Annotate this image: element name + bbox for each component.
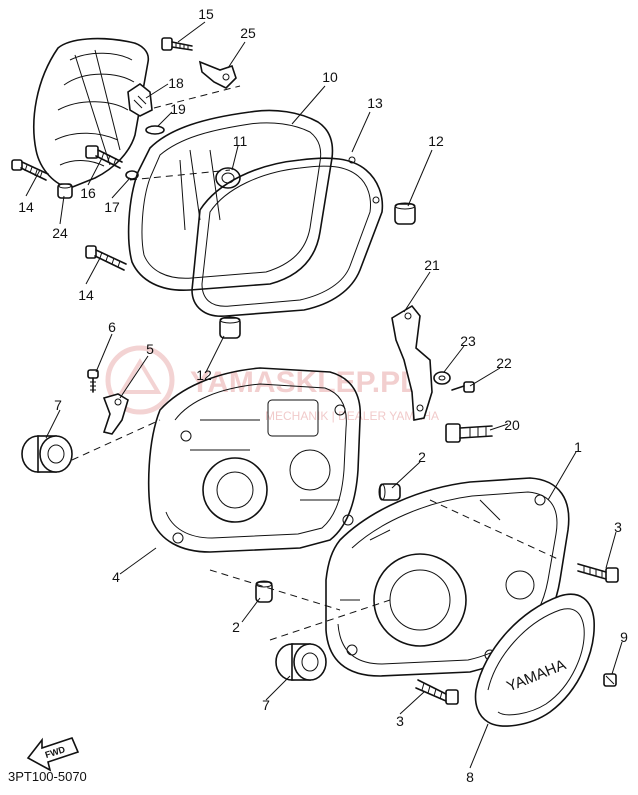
bolt-22-part [451,381,475,393]
gasket-13-part [191,156,384,317]
callout-6: 6 [108,319,116,335]
callout-18: 18 [168,75,184,91]
bearing-7-bottom-part [275,643,327,681]
callout-14-upper: 14 [18,199,34,215]
bolt-20-part [445,423,493,443]
watermark-logo [105,345,175,415]
callout-14-lower: 14 [78,287,94,303]
lever-5-part [102,393,129,435]
callout-1: 1 [574,439,582,455]
callout-9: 9 [620,629,628,645]
bolt-3-right-part [577,563,619,583]
callout-23: 23 [460,333,476,349]
callout-7-left: 7 [54,397,62,413]
bolt-16-part [85,145,123,169]
callout-10: 10 [322,69,338,85]
sensor-18-part [127,83,153,117]
dowel-2-lower-part [255,580,273,603]
cover-8-part: YAMAHA [474,593,595,727]
watermark-logo-mark [118,358,162,394]
bolt-15-part [161,37,193,51]
callout-24: 24 [52,225,68,241]
callout-2-upper: 2 [418,449,426,465]
callout-12-upper: 12 [428,133,444,149]
callout-22: 22 [496,355,512,371]
callout-17: 17 [104,199,120,215]
assembly-line-mid-1 [71,419,161,461]
callout-19: 19 [170,101,186,117]
watermark-subtitle: MECHANIK | DEALER YAMAHA [265,409,439,423]
outer-cover-part [33,37,150,189]
bracket-25-part [198,60,237,89]
callout-13: 13 [367,95,383,111]
bearing-7-left-part [21,435,73,473]
fwd-arrow-icon: FWD [26,737,80,772]
washer-17-part [125,170,139,180]
bracket-21-part [391,304,433,421]
bolt-3-lower-part [415,679,459,705]
callout-3-right: 3 [614,519,622,535]
callout-3-lower: 3 [396,713,404,729]
bolt-14-upper-part [11,159,49,181]
watermark-brand: YAMASKLEP.PL [190,366,418,399]
callout-15: 15 [198,6,214,22]
assembly-line-top-1 [153,85,241,109]
callout-25: 25 [240,25,256,41]
callout-20: 20 [504,417,520,433]
callout-7-bottom: 7 [262,697,270,713]
bolt-14-lower-part [85,245,127,271]
callout-11: 11 [233,133,248,149]
gasket-10-part [127,109,334,291]
spacer-24-part [57,183,73,199]
callout-21: 21 [424,257,440,273]
callout-2-lower: 2 [232,619,240,635]
dowel-12-upper-part [394,202,416,225]
watermark: YAMASKLEP.PL MECHANIK | DEALER YAMAHA [105,345,439,423]
callout-labels: 15 25 18 19 10 11 13 12 14 16 17 24 14 1… [18,6,628,785]
washer-23-part [433,371,451,385]
callout-4: 4 [112,569,120,585]
dowel-12-lower-part [219,316,241,339]
catalog-code: 3PT100-5070 [8,769,87,784]
bolt-9-part [603,673,617,687]
callout-8: 8 [466,769,474,785]
dowel-2-upper-part [378,483,401,501]
leader-lines [25,21,623,769]
assembly-line-top-2 [129,169,231,181]
callout-12-lower: 12 [196,367,212,383]
assembly-line-mid-3 [269,599,391,641]
crankcase-4-part [147,367,362,553]
assembly-line-mid-2 [209,569,341,611]
callout-5: 5 [146,341,154,357]
o-ring-19-part [145,125,165,135]
assembly-line-mid-4 [429,499,561,561]
callout-16: 16 [80,185,96,201]
screw-6-part [87,369,99,393]
